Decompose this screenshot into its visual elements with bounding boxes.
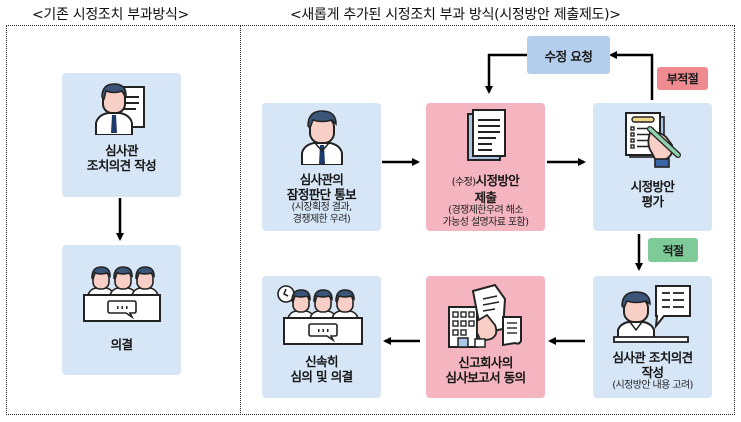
submission-prefix: (수정): [451, 177, 476, 188]
consent-title-line2: 심사보고서 동의: [445, 370, 526, 385]
submission-title-line1: (수정)시정방안: [451, 173, 520, 190]
new-method-heading: <새롭게 추가된 시정조치 부과 방식(시정방안 제출제도)>: [290, 7, 621, 23]
submission-sub-line1: (경쟁제한우려 해소: [448, 205, 523, 216]
step-remedy-evaluation: 시정방안 평가: [593, 103, 712, 231]
company-report-icon: [443, 281, 529, 353]
examiner-icon: [299, 109, 345, 169]
diagram-frame: [6, 25, 735, 415]
step-remedy-submission: (수정)시정방안 제출 (경쟁제한우려 해소 가능성 설명자료 포함): [426, 103, 545, 231]
inappropriate-badge: 부적절: [657, 67, 708, 90]
legacy-step-examiner-opinion: 심사관 조치의견 작성: [62, 73, 181, 197]
notice-title-line2: 잠정판단 통보: [286, 187, 357, 202]
legacy-method-heading: <기존 시정조치 부과방식>: [32, 7, 189, 23]
submission-title-main: 시정방안: [475, 173, 520, 188]
arrow-evaluation-to-revision: [609, 51, 654, 100]
checklist-writing-icon: [620, 109, 686, 175]
notice-title-line1: 심사관의: [299, 172, 344, 187]
step-examiner-preliminary-notice: 심사관의 잠정판단 통보 (시장획정 결과, 경쟁제한 우려): [262, 103, 381, 231]
submission-sub-line2: 가능성 설명자료 포함): [442, 217, 529, 228]
notice-sub-line2: 경쟁제한 우려): [292, 214, 351, 225]
legacy-step2-title: 의결: [110, 337, 133, 352]
arrow-revision-to-submission: [485, 53, 527, 94]
deliberation-title-line1: 신속히: [305, 354, 338, 369]
evaluation-title-line1: 시정방안: [630, 179, 675, 194]
deliberation-title-line2: 심의 및 의결: [290, 369, 353, 384]
document-stack-icon: [464, 108, 508, 168]
submission-title-line2: 제출: [474, 190, 497, 205]
consent-title-line1: 신고회사의: [458, 355, 513, 370]
step-fast-deliberation: 신속히 심의 및 의결: [262, 276, 381, 398]
opinion-title-line2: 작성: [641, 365, 664, 380]
legacy-step-resolution: 의결: [62, 245, 181, 375]
fast-committee-icon: [274, 282, 370, 350]
step-examiner-opinion: 심사관 조치의견 작성 (시정방안 내용 고려): [593, 276, 712, 398]
opinion-sub: (시정방안 내용 고려): [612, 380, 693, 391]
notice-sub-line1: (시장획정 결과,: [291, 202, 352, 213]
legacy-step1-title-line2: 조치의견 작성: [86, 158, 157, 173]
examiner-document-icon: [92, 81, 152, 139]
opinion-title-line1: 심사관 조치의견: [612, 350, 693, 365]
step-company-consent: 신고회사의 심사보고서 동의: [426, 276, 545, 398]
evaluation-title-line2: 평가: [641, 194, 664, 209]
appropriate-badge: 적절: [648, 238, 698, 262]
legacy-step1-title-line1: 심사관: [105, 143, 138, 158]
committee-discussion-icon: [82, 263, 162, 327]
revision-request-box: 수정 요청: [527, 36, 610, 74]
examiner-speech-icon: [612, 282, 694, 348]
section-divider: [240, 25, 241, 415]
